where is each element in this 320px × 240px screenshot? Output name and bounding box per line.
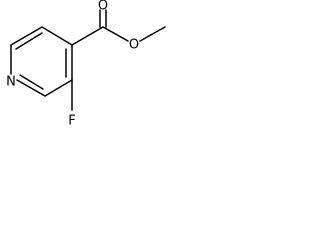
atom-fluorine: F — [68, 114, 75, 129]
bond-c2-c3-inner — [15, 32, 43, 50]
bond-carbonyl-ester-o — [102, 26, 129, 42]
pyridine-ring — [10, 26, 73, 97]
bond-c6-n — [16, 79, 46, 97]
atom-carbonyl-oxygen: O — [98, 0, 108, 14]
substituents — [71, 9, 166, 111]
structure-diagram: O O N F — [6, 0, 166, 129]
atom-labels: O O N F — [6, 0, 139, 129]
bond-c6-n-inner — [19, 74, 44, 90]
bond-c4-carbonyl — [71, 26, 104, 46]
atom-ester-oxygen: O — [129, 38, 139, 53]
bond-c2-c3 — [10, 26, 43, 46]
bond-ester-o-methyl — [139, 26, 166, 42]
atom-ring-nitrogen: N — [6, 75, 16, 90]
bond-c3-c4 — [41, 26, 73, 46]
bond-c5-c6 — [44, 79, 73, 97]
